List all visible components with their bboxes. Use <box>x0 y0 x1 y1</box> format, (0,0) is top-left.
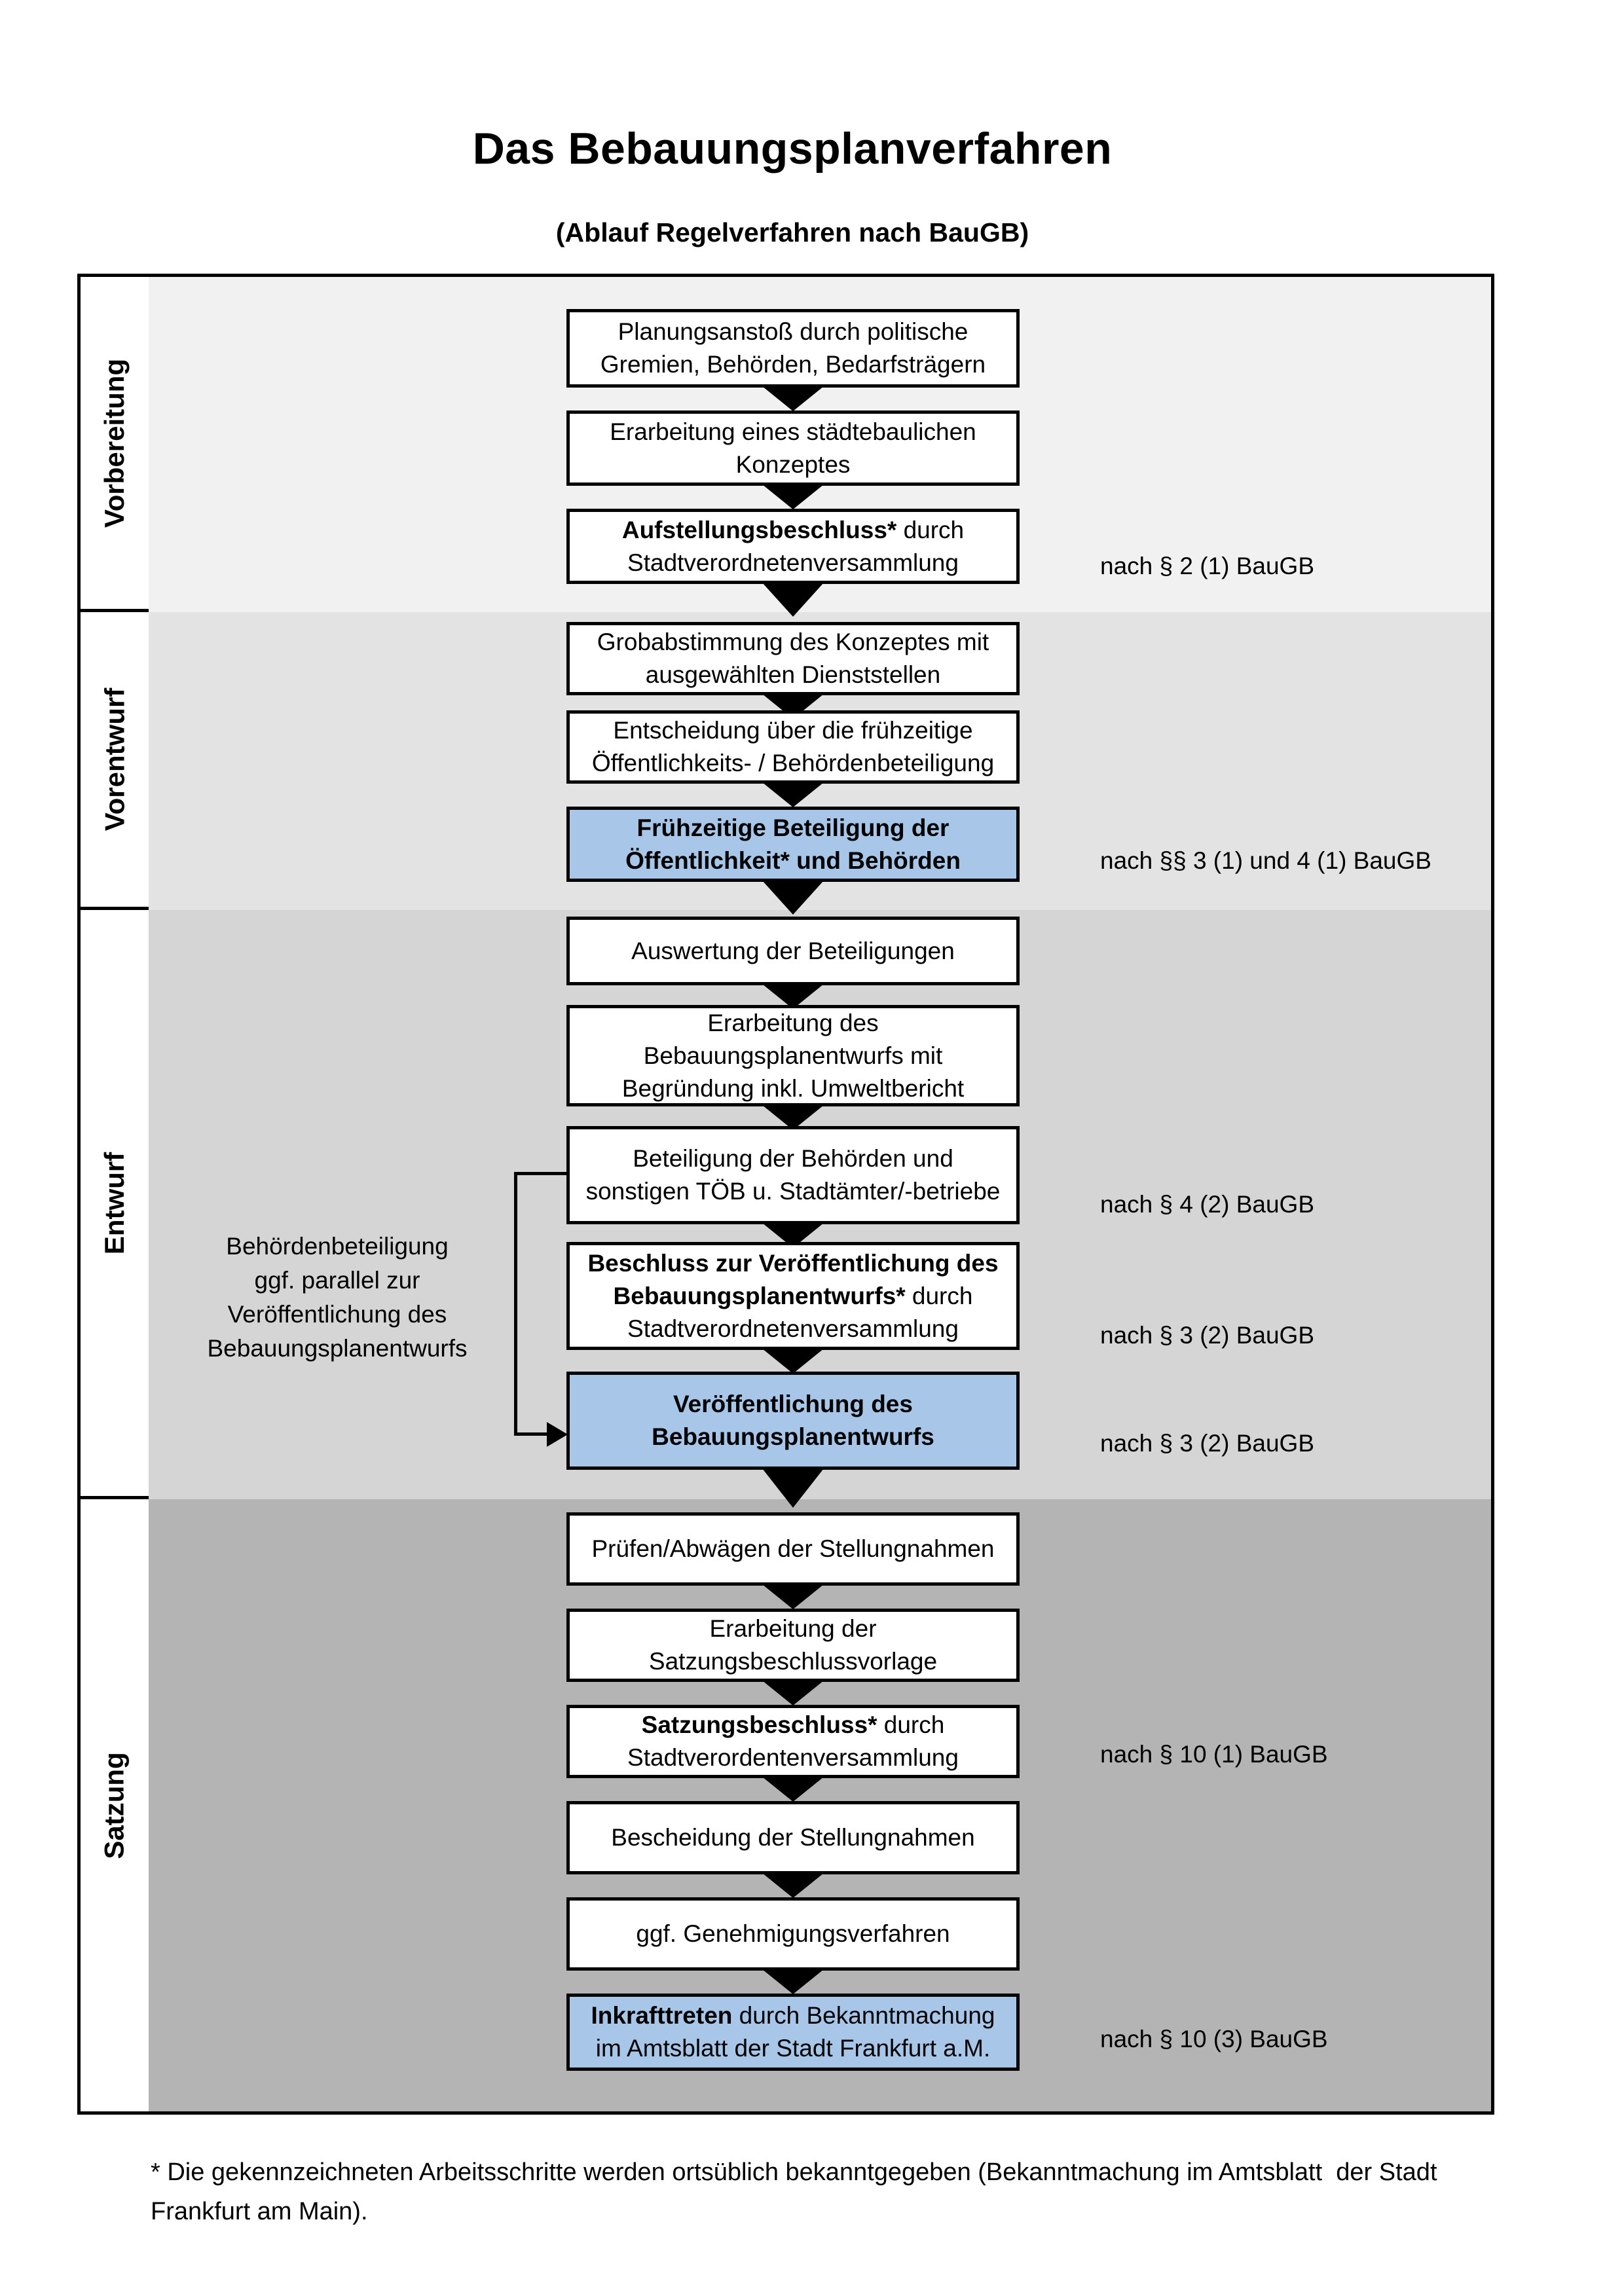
flow-arrow-icon <box>762 1349 824 1374</box>
step-line: Erarbeitung des <box>707 1009 879 1036</box>
step-line: Aufstellungsbeschluss* durch <box>621 516 965 543</box>
phase-label-cell: Vorbereitung <box>81 277 149 612</box>
flow-arrow-icon <box>762 583 824 617</box>
step-line: Entscheidung über die frühzeitige <box>613 717 973 744</box>
step-line: Prüfen/Abwägen der Stellungnahmen <box>591 1535 995 1562</box>
flow-arrow-icon <box>762 1105 824 1130</box>
step-line: Stadtverordnetenversammlung <box>627 1315 959 1342</box>
step-line: Stadtverordnetenversammlung <box>627 549 959 576</box>
step-line: im Amtsblatt der Stadt Frankfurt a.M. <box>595 2035 991 2062</box>
footnote: * Die gekennzeichneten Arbeitsschritte w… <box>151 2159 1437 2225</box>
flow-arrow-icon <box>762 881 824 915</box>
flow-step: ggf. Genehmigungsverfahren <box>566 1897 1020 1971</box>
step-line: Öffentlichkeits- / Behördenbeteiligung <box>591 750 995 776</box>
step-line: Bescheidung der Stellungnahmen <box>611 1824 975 1851</box>
phase-label-cell: Satzung <box>81 1499 149 2111</box>
flow-arrow-icon <box>762 984 824 1009</box>
side-annotation: Behördenbeteiligung ggf. parallel zur Ve… <box>207 1233 468 1362</box>
bracket-line-top <box>514 1172 566 1175</box>
step-line: Konzeptes <box>735 450 851 478</box>
flow-step: Prüfen/Abwägen der Stellungnahmen <box>566 1512 1020 1586</box>
phase-label-satzung: Satzung <box>99 1751 130 1859</box>
law-reference: nach § 2 (1) BauGB <box>1100 553 1315 579</box>
phase-label-vorbereitung: Vorbereitung <box>99 358 130 528</box>
page-subtitle: (Ablauf Regelverfahren nach BauGB) <box>555 217 1029 247</box>
flow-step: Beteiligung der Behörden und sonstigen TÖ… <box>566 1126 1020 1224</box>
flow-arrow-icon <box>762 1969 824 1994</box>
step-line: Erarbeitung eines städtebaulichen <box>610 418 976 445</box>
step-line: Veröffentlichung des <box>673 1391 913 1417</box>
bracket-line-bottom <box>514 1432 548 1436</box>
page-title: Das Bebauungsplanverfahren <box>472 124 1113 173</box>
step-line: Bebauungsplanentwurfs mit <box>643 1042 943 1069</box>
flow-arrow-icon <box>762 782 824 807</box>
step-line: Erarbeitung der <box>709 1615 877 1642</box>
step-line: Bebauungsplanentwurfs* durch <box>613 1282 973 1309</box>
law-reference: nach §§ 3 (1) und 4 (1) BauGB <box>1100 847 1431 874</box>
step-line: Beteiligung der Behörden und <box>633 1145 953 1172</box>
flow-step: Bescheidung der Stellungnahmen <box>566 1801 1020 1874</box>
step-line: Begründung inkl. Umweltbericht <box>621 1074 965 1102</box>
flow-step-highlighted: Inkrafttreten durch Bekanntmachung im Amt… <box>566 1994 1020 2071</box>
law-reference: nach § 4 (2) BauGB <box>1100 1191 1315 1218</box>
step-line: Frühzeitige Beteiligung der <box>637 814 950 841</box>
step-line: Planungsanstoß durch politische <box>618 318 969 345</box>
step-line: ausgewählten Dienststellen <box>645 661 941 688</box>
phase-label-vorentwurf: Vorentwurf <box>99 687 130 831</box>
phase-label-entwurf: Entwurf <box>99 1152 130 1254</box>
flow-arrow-icon <box>762 1777 824 1802</box>
flow-arrow-icon <box>762 1873 824 1898</box>
bracket-arrowhead-icon <box>547 1422 568 1447</box>
step-line: Beschluss zur Veröffentlichung des <box>587 1249 999 1277</box>
step-line: sonstigen TÖB u. Stadtämter/-betriebe <box>585 1178 1001 1205</box>
step-line: Satzungsbeschluss* durch <box>641 1711 945 1738</box>
bracket-line-vertical <box>514 1172 517 1436</box>
law-reference: nach § 10 (1) BauGB <box>1100 1741 1328 1768</box>
step-line: Inkrafttreten durch Bekanntmachung <box>591 2002 995 2029</box>
flow-arrow-icon <box>762 484 824 509</box>
step-line: Auswertung der Beteiligungen <box>631 937 955 964</box>
flow-arrow-icon <box>762 1681 824 1705</box>
flow-arrow-icon <box>762 1584 824 1609</box>
law-reference: nach § 10 (3) BauGB <box>1100 2026 1328 2052</box>
step-line: Gremien, Behörden, Bedarfsträgern <box>600 351 986 378</box>
flow-arrow-icon <box>762 1468 824 1508</box>
flow-step: Auswertung der Beteiligungen <box>566 917 1020 985</box>
flow-arrow-icon <box>762 386 824 411</box>
step-line: Öffentlichkeit* und Behörden <box>625 847 961 874</box>
step-line: ggf. Genehmigungsverfahren <box>636 1920 950 1947</box>
phase-label-cell: Entwurf <box>81 910 149 1499</box>
law-reference: nach § 3 (2) BauGB <box>1100 1430 1315 1457</box>
step-line: Bebauungsplanentwurfs <box>652 1423 934 1450</box>
flow-step: Grobabstimmung des Konzeptes mit ausgewäh… <box>566 622 1020 695</box>
step-line: Grobabstimmung des Konzeptes mit <box>597 629 989 655</box>
law-reference: nach § 3 (2) BauGB <box>1100 1322 1315 1349</box>
phase-label-cell: Vorentwurf <box>81 612 149 910</box>
step-line: Satzungsbeschlussvorlage <box>648 1648 938 1675</box>
step-line: Stadtverordentenversammlung <box>627 1744 959 1771</box>
